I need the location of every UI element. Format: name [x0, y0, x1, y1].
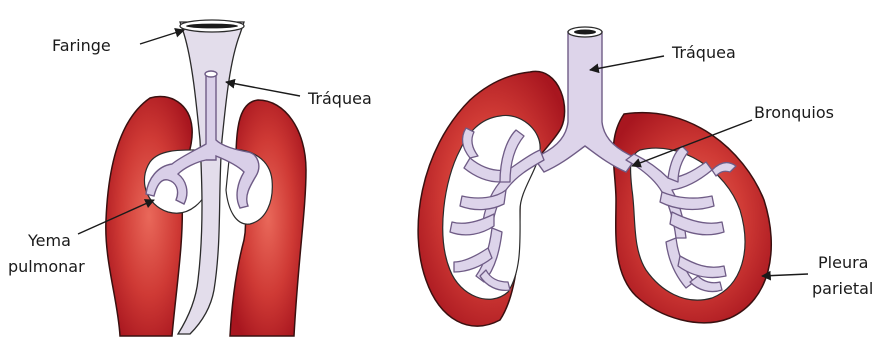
- mature-lung-figure: [418, 27, 771, 326]
- leader-pleura: [762, 274, 808, 276]
- label-faringe: Faringe: [52, 36, 111, 55]
- leader-traquea-left: [226, 82, 300, 96]
- label-traquea-left: Tráquea: [307, 89, 372, 108]
- embryonic-lung-figure: [106, 20, 306, 336]
- label-pleura-line1: Pleura: [818, 253, 868, 272]
- leader-faringe: [140, 30, 184, 44]
- label-bronquios: Bronquios: [754, 103, 834, 122]
- label-traquea-right: Tráquea: [671, 43, 736, 62]
- label-pleura-line2: parietal: [812, 279, 873, 298]
- label-yema-line1: Yema: [27, 231, 71, 250]
- label-yema-line2: pulmonar: [8, 257, 85, 276]
